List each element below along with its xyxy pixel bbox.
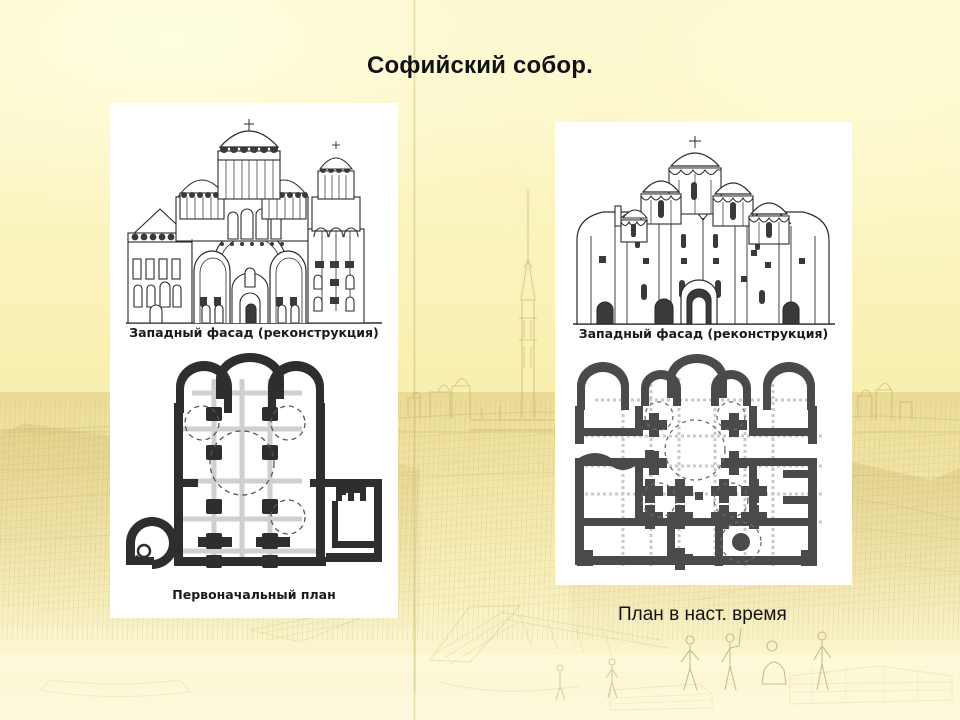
figure-panel-original: Западный фасад (реконструкция)	[110, 103, 398, 618]
caption-west-facade-original: Западный фасад (реконструкция)	[129, 325, 379, 340]
figure-west-facade-present	[555, 128, 852, 326]
caption-west-facade-present: Западный фасад (реконструкция)	[578, 326, 829, 341]
figure-west-facade-original	[110, 111, 398, 326]
background-fold-crease	[413, 0, 416, 720]
page-title: Софийский собор.	[366, 52, 594, 79]
caption-plan-original: Первоначальный план	[172, 587, 336, 602]
caption-plan-present: План в наст. время	[618, 604, 787, 625]
figure-panel-present: Западный фасад (реконструкция)	[555, 122, 852, 585]
background-waterline	[0, 655, 960, 685]
figure-plan-present	[555, 354, 852, 579]
figure-plan-original	[110, 351, 398, 579]
